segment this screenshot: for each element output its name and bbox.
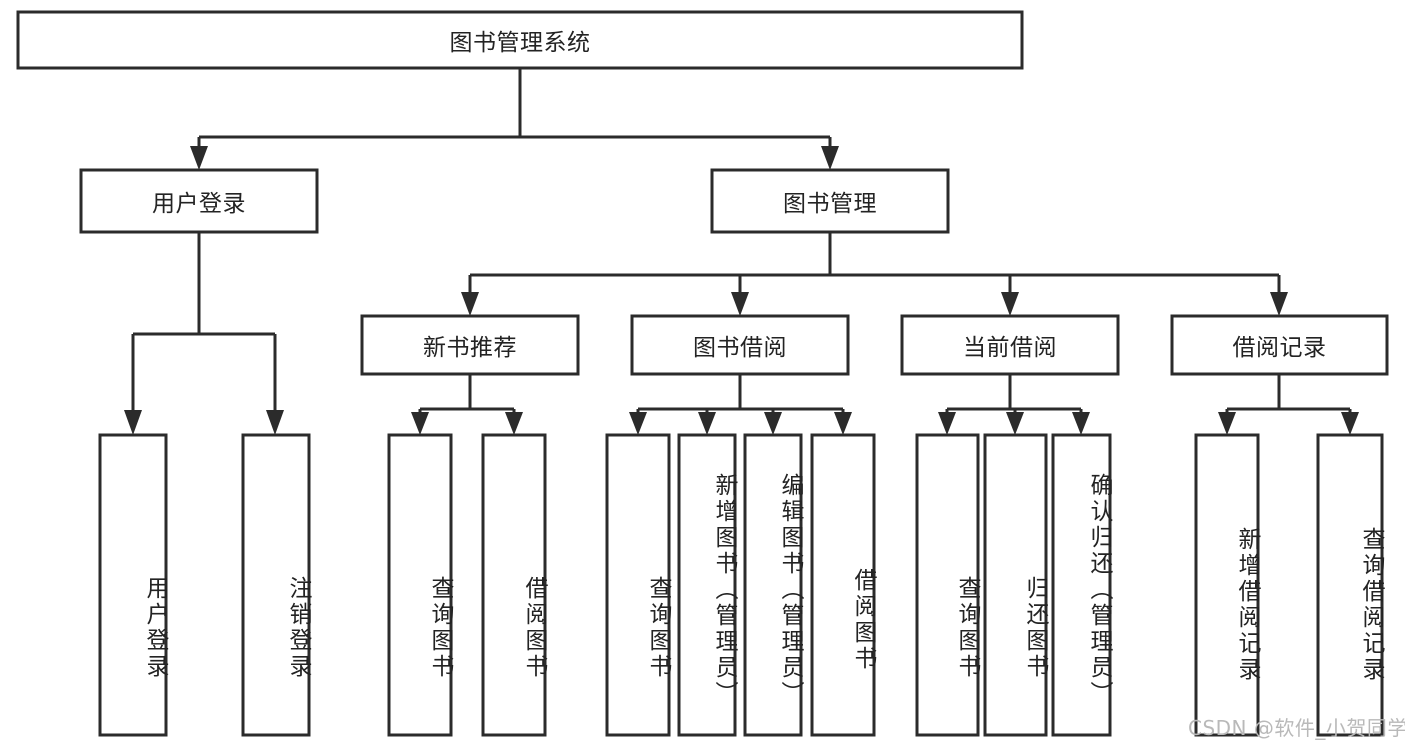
node-box-current-borrow[interactable]	[900, 314, 1120, 376]
leaf-box-add-borrow-record[interactable]	[1194, 433, 1260, 737]
leaf-box-query-book-current[interactable]	[915, 433, 980, 737]
node-box-user-login[interactable]	[79, 168, 319, 234]
arrowhead-borrow-record	[1270, 292, 1288, 316]
arrowhead-confirm-return-admin	[1072, 412, 1090, 435]
leaf-box-edit-book-admin[interactable]	[743, 433, 803, 737]
leaf-box-logout-leaf[interactable]	[241, 433, 311, 737]
arrowhead-new-book-recommend	[461, 292, 479, 316]
arrowhead-query-book-rec	[411, 412, 429, 435]
leaf-box-user-login-leaf[interactable]	[98, 433, 168, 737]
arrowhead-user-login	[190, 146, 208, 170]
arrowhead-query-book-current	[938, 412, 956, 435]
arrowhead-borrow-book-rec	[505, 412, 523, 435]
leaf-box-borrow-book-rec[interactable]	[481, 433, 547, 737]
arrowhead-logout-leaf	[266, 410, 284, 435]
leaf-box-query-book-rec[interactable]	[387, 433, 453, 737]
edges-book-management-to-level3	[461, 232, 1288, 316]
arrowhead-current-borrow	[1001, 292, 1019, 316]
node-box-book-management[interactable]	[710, 168, 950, 234]
leaf-box-borrow-book[interactable]	[810, 433, 876, 737]
edges-new-book-recommend-to-leaves	[411, 374, 523, 435]
arrowhead-add-book-admin	[698, 412, 716, 435]
arrowhead-return-book	[1006, 412, 1024, 435]
leaf-box-return-book[interactable]	[983, 433, 1048, 737]
arrowhead-query-book-borrow	[629, 412, 647, 435]
edges-user-login-to-leaves	[124, 232, 284, 435]
arrowhead-borrow-book	[834, 412, 852, 435]
edges-borrow-record-to-leaves	[1218, 374, 1359, 435]
edges-root-to-level2	[190, 68, 839, 170]
arrowhead-edit-book-admin	[764, 412, 782, 435]
edges-book-borrow-to-leaves	[629, 374, 852, 435]
node-box-book-borrow[interactable]	[630, 314, 850, 376]
leaf-box-add-book-admin[interactable]	[677, 433, 737, 737]
leaf-box-query-book-borrow[interactable]	[605, 433, 671, 737]
arrowhead-book-borrow	[731, 292, 749, 316]
node-box-new-book-recommend[interactable]	[360, 314, 580, 376]
arrowhead-user-login-leaf	[124, 410, 142, 435]
leaf-box-query-borrow-record[interactable]	[1316, 433, 1384, 737]
node-box-borrow-record[interactable]	[1170, 314, 1389, 376]
arrowhead-query-borrow-record	[1341, 412, 1359, 435]
leaf-box-confirm-return-admin[interactable]	[1051, 433, 1112, 737]
arrowhead-book-management	[821, 146, 839, 170]
node-box-root[interactable]	[16, 10, 1024, 70]
edges-current-borrow-to-leaves	[938, 374, 1090, 435]
arrowhead-add-borrow-record	[1218, 412, 1236, 435]
